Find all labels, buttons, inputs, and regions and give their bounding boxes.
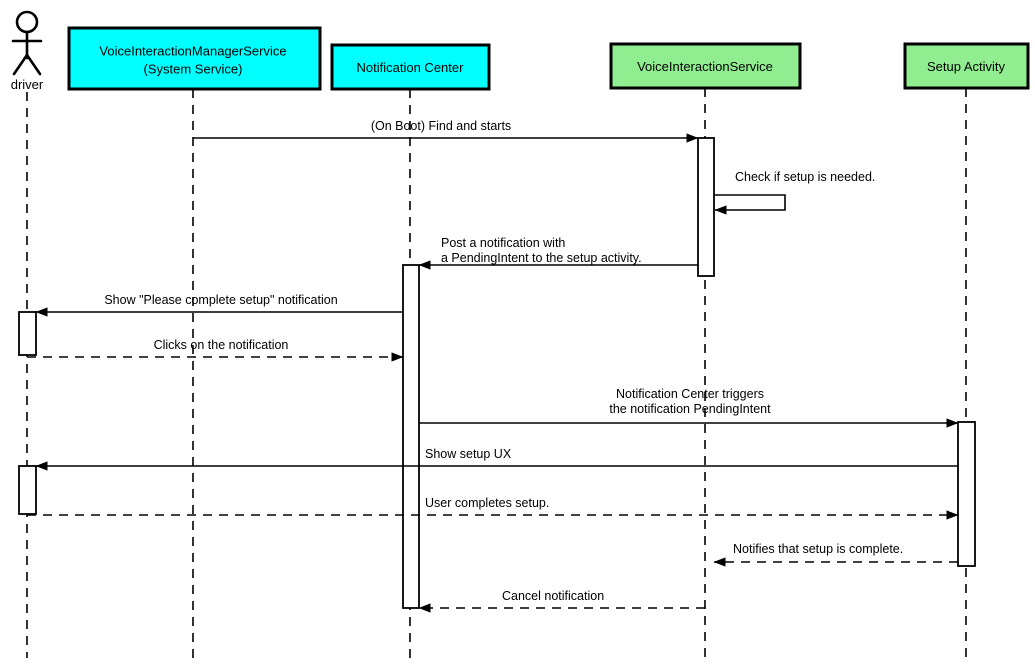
message-m9[interactable]: Notifies that setup is complete. — [713, 542, 958, 567]
message-m10[interactable]: Cancel notification — [418, 589, 705, 613]
participant-setup_activity[interactable]: Setup Activity — [903, 42, 1030, 90]
message-label-m9: Notifies that setup is complete. — [733, 542, 903, 556]
message-label-m4: Show "Please complete setup" notificatio… — [104, 293, 337, 307]
message-m7[interactable]: Show setup UX — [35, 447, 958, 471]
participant-label-vims: VoiceInteractionManagerService — [99, 44, 286, 59]
message-label-m3: Post a notification with — [441, 236, 565, 250]
participant-box-vis[interactable] — [609, 42, 802, 90]
stick-figure-actor-icon-leg-right — [25, 53, 42, 76]
activations-layer — [18, 137, 976, 609]
activation-bar-vis — [697, 137, 715, 277]
message-label2-m6: the notification PendingIntent — [609, 402, 771, 416]
message-m1[interactable]: (On Boot) Find and starts — [193, 119, 699, 143]
stick-figure-actor-icon-head — [15, 10, 39, 34]
message-label-m2: Check if setup is needed. — [735, 170, 875, 184]
participant-label-vis: VoiceInteractionService — [637, 59, 773, 74]
message-label-m1: (On Boot) Find and starts — [371, 119, 511, 133]
activation-bar-driver — [18, 465, 37, 515]
message-m8[interactable]: User completes setup. — [27, 496, 959, 520]
message-label-m6: Notification Center triggers — [616, 387, 764, 401]
message-m5[interactable]: Clicks on the notification — [27, 338, 404, 362]
message-label2-m3: a PendingIntent to the setup activity. — [441, 251, 642, 265]
message-arrow-m2 — [714, 194, 786, 215]
participant-box-setup_activity[interactable] — [903, 42, 1030, 90]
participants-layer: driver VoiceInteractionManagerService (Sys… — [11, 10, 1030, 92]
participant-label-setup_activity: Setup Activity — [927, 59, 1006, 74]
message-label-m10: Cancel notification — [502, 589, 604, 603]
activation-bar-notification_center — [402, 264, 420, 609]
message-m4[interactable]: Show "Please complete setup" notificatio… — [35, 293, 403, 317]
message-m2[interactable]: Check if setup is needed. — [714, 170, 875, 215]
message-label-m5: Clicks on the notification — [154, 338, 289, 352]
participant-box-vims[interactable] — [67, 26, 322, 91]
participant-vims[interactable]: VoiceInteractionManagerService (System Se… — [67, 26, 322, 91]
actor-label-driver: driver — [11, 77, 44, 92]
participant-sublabel-vims: (System Service) — [144, 62, 243, 77]
stick-figure-actor-icon-leg-left — [12, 53, 29, 76]
participant-box-notification_center[interactable] — [330, 43, 491, 91]
actor-driver[interactable]: driver — [11, 10, 44, 92]
message-label-m7: Show setup UX — [425, 447, 512, 461]
participant-vis[interactable]: VoiceInteractionService — [609, 42, 802, 90]
activation-bar-setup_activity — [957, 421, 976, 567]
activation-bar-driver — [18, 311, 37, 356]
lifelines-layer — [26, 88, 967, 658]
participant-label-notification_center: Notification Center — [357, 60, 465, 75]
message-label-m8: User completes setup. — [425, 496, 549, 510]
participant-notification_center[interactable]: Notification Center — [330, 43, 491, 91]
